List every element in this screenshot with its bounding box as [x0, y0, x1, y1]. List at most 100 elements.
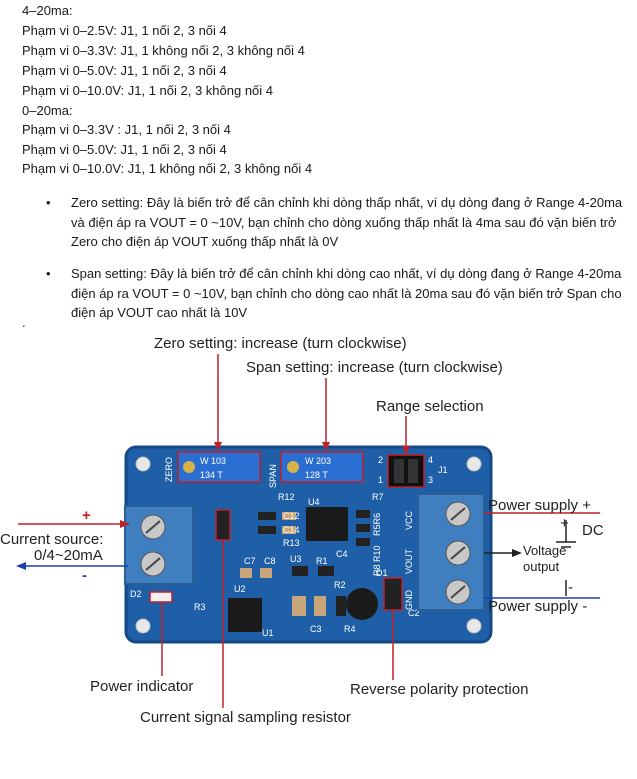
transistor-d1	[346, 588, 378, 620]
r2-silk: R2	[334, 580, 346, 590]
jumper-pin	[394, 459, 404, 483]
c2-silk: C2	[408, 608, 420, 618]
r4-silk: R4	[344, 624, 356, 634]
text-line: Phạm vi 0–2.5V: J1, 1 nối 2, 3 nối 4	[22, 23, 227, 38]
c8-silk: C8	[264, 556, 276, 566]
r7-silk: R7	[372, 492, 384, 502]
label-dc-minus: -	[568, 579, 573, 596]
resistor-r4	[336, 596, 346, 616]
pot-screw-icon	[287, 461, 299, 473]
label-current-plus: +	[82, 507, 91, 524]
pin2-silk: 2	[378, 455, 383, 465]
label-power-supply-plus: Power supply +	[488, 497, 591, 514]
text-line: 4–20ma:	[22, 3, 73, 18]
label-voltage-output-1: Voltage	[523, 543, 566, 558]
r10-silk: R10	[372, 545, 382, 562]
screw-slot	[450, 546, 466, 560]
c7-silk: C7	[244, 556, 256, 566]
stray-mark: .	[22, 315, 26, 330]
bullet-text-zero: Zero setting: Đây là biến trở để cân chỉ…	[71, 195, 623, 249]
pot-span-top-text: W 203	[305, 456, 331, 466]
mounting-hole	[466, 456, 482, 472]
jumper-pin	[408, 459, 418, 483]
text-line: Phạm vi 0–10.0V: J1, 1 không nối 2, 3 kh…	[22, 161, 313, 176]
ic-u1	[228, 598, 262, 632]
c4-silk: C4	[336, 549, 348, 559]
reverse-polarity-diode	[383, 577, 403, 611]
mounting-hole	[135, 456, 151, 472]
vcc-silk: VCC	[404, 510, 414, 530]
label-dc: DC	[582, 522, 604, 539]
span-silk: SPAN	[268, 464, 278, 488]
bullet-dot: •	[46, 195, 51, 210]
label-current-minus: -	[82, 567, 87, 584]
c3-silk: C3	[310, 624, 322, 634]
zero-silk: ZERO	[164, 457, 174, 482]
pot-span-bottom-text: 128 T	[305, 470, 328, 480]
text-line: Phạm vi 0–3.3V: J1, 1 không nối 2, 3 khô…	[22, 43, 305, 58]
text-line: Phạm vi 0–5.0V: J1, 1 nối 2, 3 nối 4	[22, 63, 227, 78]
label-voltage-output-2: output	[523, 559, 560, 574]
u1-silk: U1	[262, 628, 274, 638]
capacitor	[314, 596, 326, 616]
arrow-down-icon	[402, 446, 410, 455]
pin1-silk: 1	[378, 475, 383, 485]
pot-screw-icon	[183, 461, 195, 473]
smd-part	[282, 512, 296, 520]
c14-silk: C14	[283, 525, 300, 535]
c12-silk: C12	[283, 511, 300, 521]
r1-silk: R1	[316, 556, 328, 566]
sampling-resistor	[215, 509, 231, 541]
smd-part	[318, 566, 334, 576]
label-power-supply-minus: Power supply -	[488, 598, 587, 615]
arrow-down-icon	[322, 442, 330, 451]
label-reverse-polarity: Reverse polarity protection	[350, 681, 528, 698]
r5r6-silk: R5R6	[372, 513, 382, 536]
bullet-text-span: Span setting: Đây là biến trở để cân chỉ…	[71, 266, 622, 320]
label-span-setting: Span setting: increase (turn clockwise)	[246, 359, 503, 376]
smd-part	[356, 524, 370, 532]
text-line: Phạm vi 0–10.0V: J1, 1 nối 2, 3 không nố…	[22, 83, 274, 98]
label-current-source-2: 0/4~20mA	[34, 547, 103, 564]
text-line: Phạm vi 0–3.3V : J1, 1 nối 2, 3 nối 4	[22, 122, 231, 137]
pin3-silk: 3	[428, 475, 433, 485]
ic-u4	[306, 507, 348, 541]
smd-part	[356, 538, 370, 546]
r3-silk: R3	[194, 602, 206, 612]
text-line: 0–20ma:	[22, 103, 73, 118]
smd-part	[356, 510, 370, 518]
arrow-right-icon	[512, 549, 522, 557]
smd-part	[282, 526, 296, 534]
arrow-left-icon	[16, 562, 26, 570]
range-jumper-j1	[387, 454, 425, 488]
u4-silk: U4	[308, 497, 320, 507]
mounting-hole	[466, 618, 482, 634]
smd-part	[258, 512, 276, 520]
capacitor	[292, 596, 306, 616]
label-power-indicator: Power indicator	[90, 678, 193, 695]
j1-silk: J1	[438, 465, 448, 475]
arrow-right-icon	[120, 520, 130, 528]
text-line: Phạm vi 0–5.0V: J1, 1 nối 2, 3 nối 4	[22, 142, 227, 157]
r12-silk: R12	[278, 492, 295, 502]
r8-silk: R8	[372, 564, 382, 576]
label-dc-plus: +	[560, 515, 569, 532]
u3-silk: U3	[290, 554, 302, 564]
screw-slot	[145, 520, 161, 534]
r13-silk: R13	[283, 538, 300, 548]
d2-silk: D2	[130, 589, 142, 599]
d1-silk: D1	[376, 568, 388, 578]
pot-zero-bottom-text: 134 T	[200, 470, 223, 480]
smd-part	[260, 568, 272, 578]
vout-silk: VOUT	[404, 548, 414, 574]
smd-part	[258, 526, 276, 534]
pin4-silk: 4	[428, 455, 433, 465]
label-current-sampling: Current signal sampling resistor	[140, 709, 351, 726]
smd-part	[240, 568, 252, 578]
u2-silk: U2	[234, 584, 246, 594]
label-zero-setting: Zero setting: increase (turn clockwise)	[154, 335, 407, 352]
gnd-silk: GND	[404, 590, 414, 611]
label-range-selection: Range selection	[376, 398, 484, 415]
pot-zero-top-text: W 103	[200, 456, 226, 466]
mounting-hole	[135, 618, 151, 634]
